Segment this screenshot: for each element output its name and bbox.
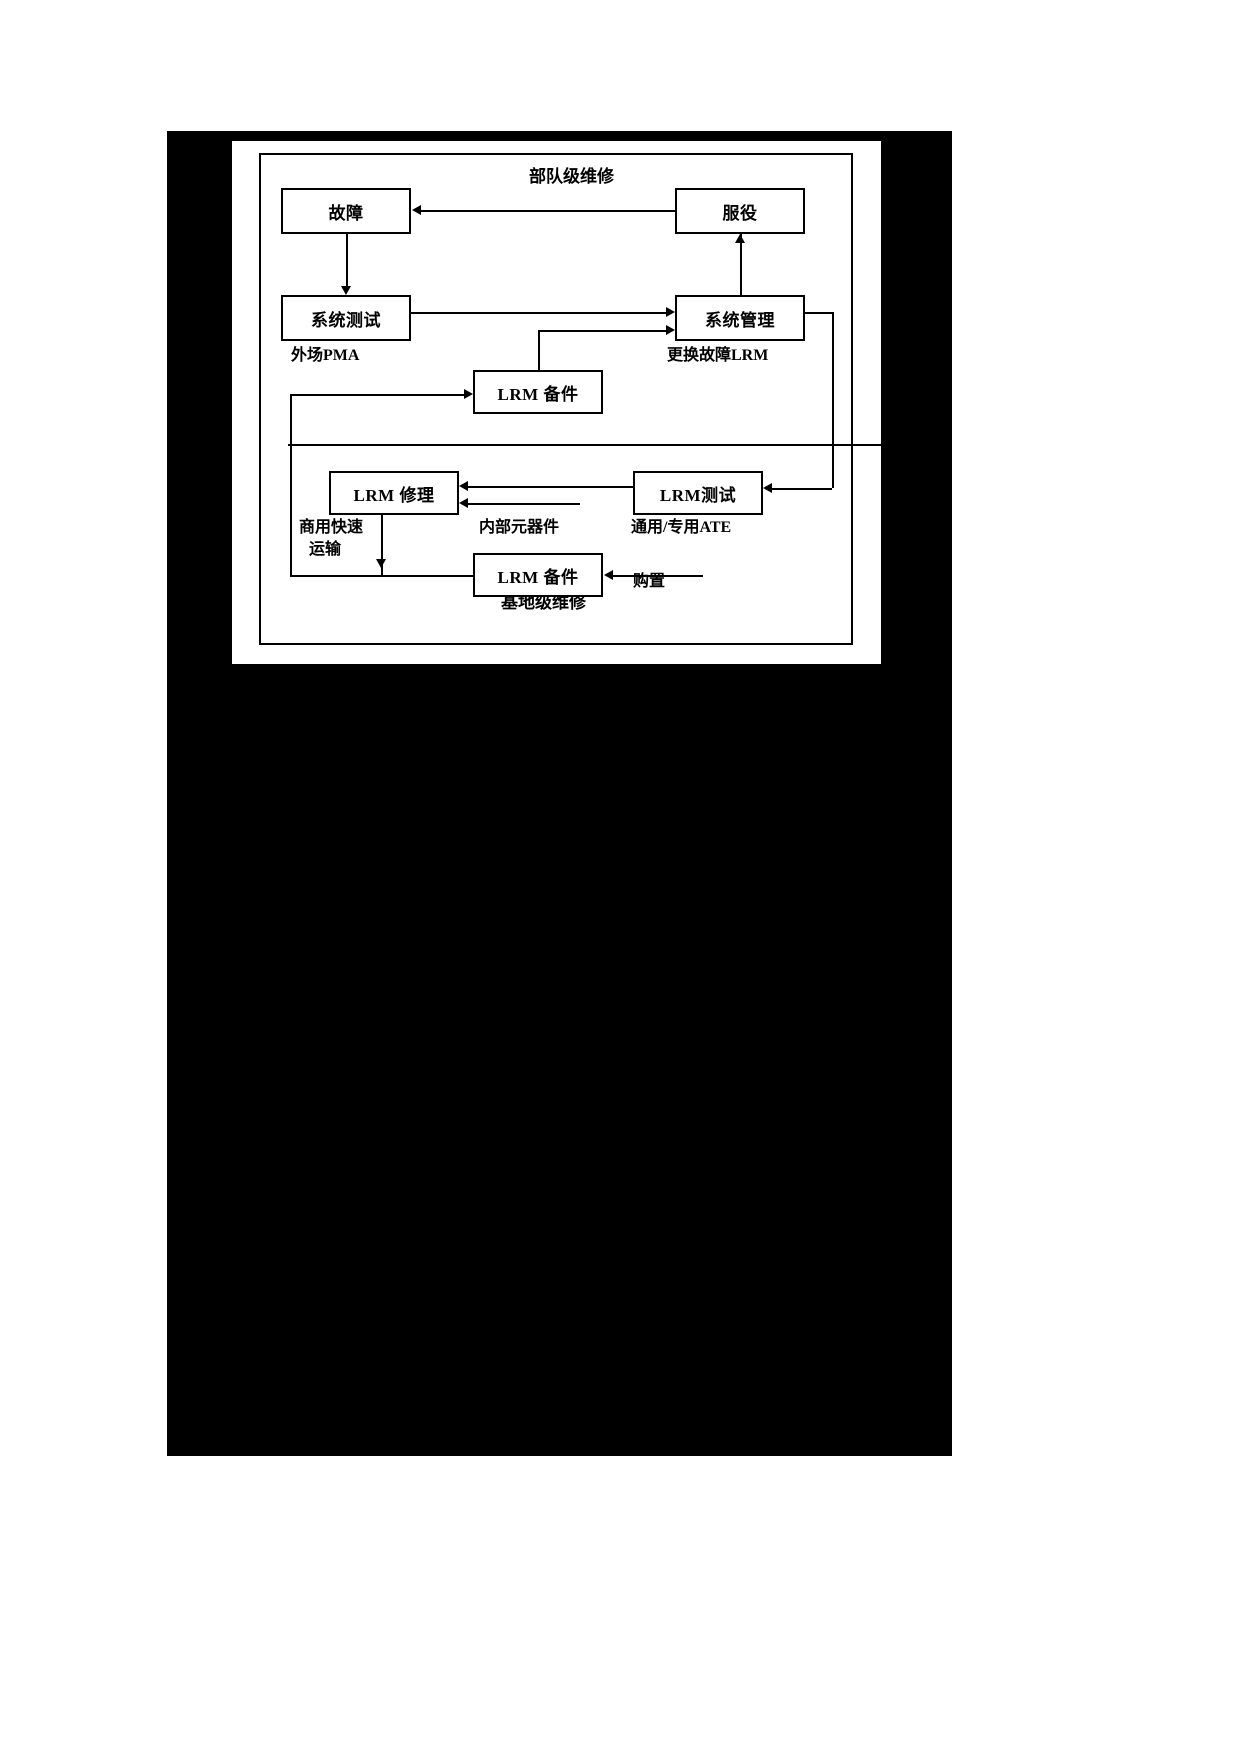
connector-upper-spare-riser bbox=[538, 330, 540, 372]
arrowhead-system-test-to-system-management bbox=[666, 307, 675, 317]
arrowhead-system-management-to-service bbox=[735, 234, 745, 243]
arrowhead-right-bus-to-lrm-test bbox=[763, 483, 772, 493]
connector-internal-components-to-lrm-repair bbox=[468, 503, 580, 505]
figure-card: 部队级维修 基地级维修 故障 服役 系统测试 系统管理 LRM 备件 LRM 修… bbox=[232, 141, 882, 664]
connector-left-bus-to-upper-spare bbox=[290, 394, 464, 396]
connector-system-management-to-service bbox=[740, 234, 742, 295]
node-system-management[interactable]: 系统管理 bbox=[675, 295, 805, 341]
node-service[interactable]: 服役 bbox=[675, 188, 805, 234]
connector-right-bus-down bbox=[832, 312, 834, 488]
caption-commercial-express-line2: 运输 bbox=[309, 541, 342, 558]
node-lrm-test[interactable]: LRM测试 bbox=[633, 471, 763, 515]
section-title-depot: 基地级维修 bbox=[501, 593, 586, 612]
caption-general-special-ate: 通用/专用ATE bbox=[631, 519, 732, 536]
caption-replace-faulty-lrm: 更换故障LRM bbox=[667, 347, 769, 364]
connector-right-bus-to-lrm-test bbox=[772, 488, 832, 490]
caption-procurement: 购置 bbox=[633, 573, 666, 590]
node-system-test[interactable]: 系统测试 bbox=[281, 295, 411, 341]
node-lrm-spare-lower[interactable]: LRM 备件 bbox=[473, 553, 603, 597]
arrowhead-left-bus-to-upper-spare bbox=[464, 389, 473, 399]
connector-lower-spare-to-left-bus bbox=[290, 575, 473, 577]
arrowhead-service-to-fault bbox=[412, 205, 421, 215]
connector-upper-spare-to-system-management bbox=[538, 330, 666, 332]
connector-left-bus-vertical bbox=[290, 396, 292, 576]
connector-procurement-to-lower-spare bbox=[613, 575, 703, 577]
diagram-outer-frame: 部队级维修 基地级维修 故障 服役 系统测试 系统管理 LRM 备件 LRM 修… bbox=[259, 153, 882, 645]
arrowhead-fault-to-system-test bbox=[341, 286, 351, 295]
arrowhead-lrm-test-to-lrm-repair-upper bbox=[459, 481, 468, 491]
section-title-organizational: 部队级维修 bbox=[529, 167, 614, 186]
section-divider bbox=[288, 444, 882, 446]
connector-lrm-repair-down bbox=[381, 515, 383, 575]
caption-field-pma: 外场PMA bbox=[291, 347, 360, 364]
arrowhead-internal-components-to-lrm-repair bbox=[459, 498, 468, 508]
connector-lrm-test-to-lrm-repair-upper bbox=[468, 486, 633, 488]
caption-internal-components: 内部元器件 bbox=[479, 519, 560, 536]
connector-system-management-right-stub bbox=[805, 312, 834, 314]
node-lrm-spare-upper[interactable]: LRM 备件 bbox=[473, 370, 603, 414]
node-lrm-repair[interactable]: LRM 修理 bbox=[329, 471, 459, 515]
arrowhead-upper-spare-to-system-management bbox=[666, 325, 675, 335]
node-fault[interactable]: 故障 bbox=[281, 188, 411, 234]
arrowhead-procurement-to-lower-spare bbox=[604, 570, 613, 580]
caption-commercial-express-line1: 商用快速 bbox=[299, 519, 364, 536]
arrowhead-lrm-repair-down bbox=[376, 559, 386, 568]
connector-system-test-to-system-management bbox=[411, 312, 666, 314]
connector-service-to-fault bbox=[421, 210, 675, 212]
connector-fault-to-system-test bbox=[346, 234, 348, 286]
